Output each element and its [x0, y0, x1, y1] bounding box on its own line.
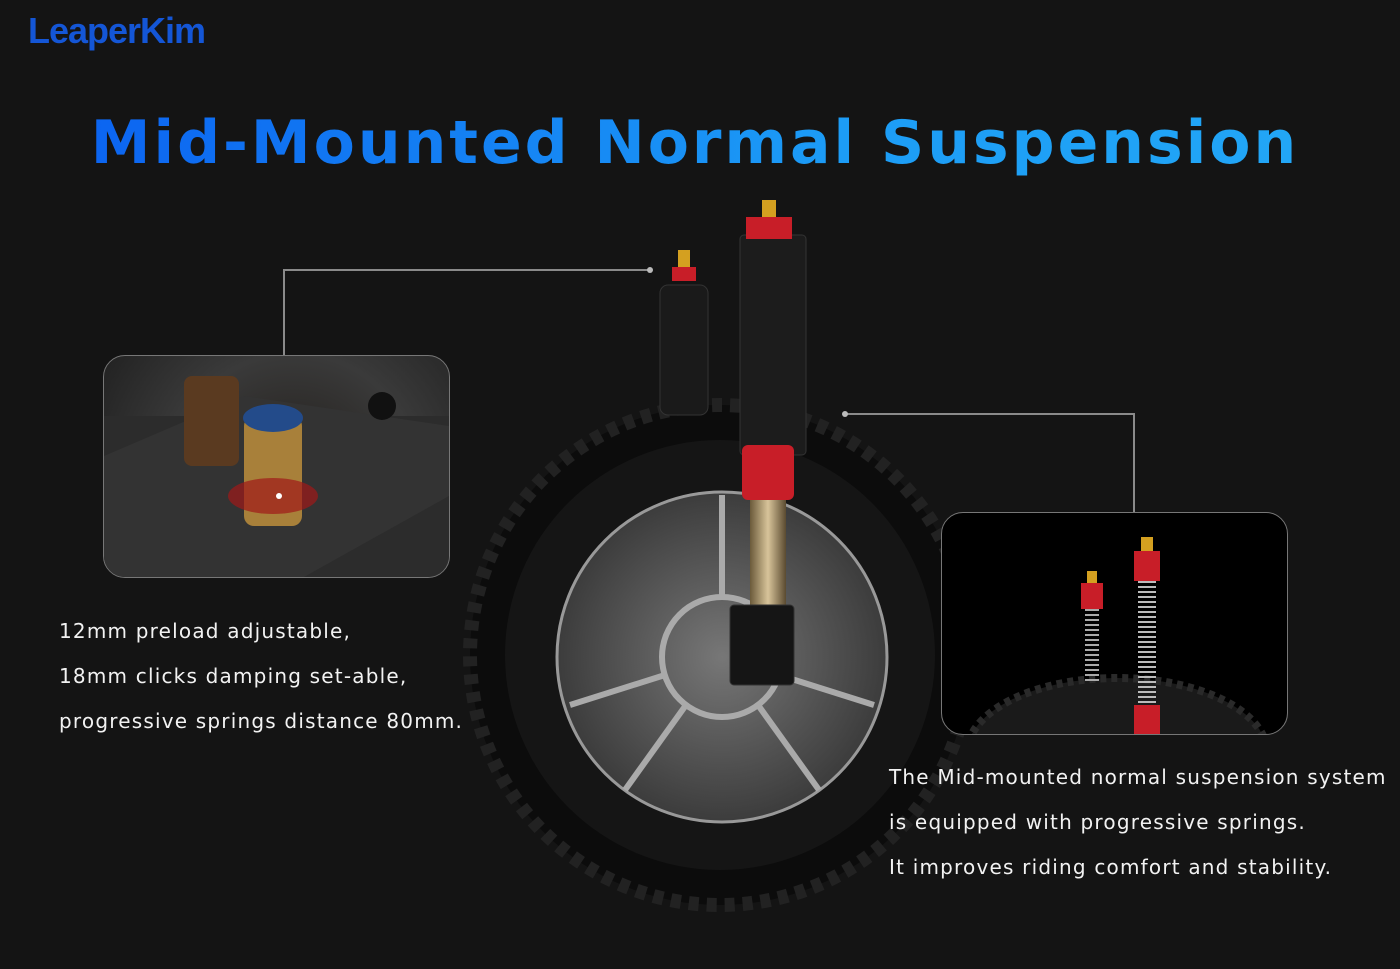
springs-illustration	[967, 537, 1267, 734]
hub-motor	[555, 490, 889, 824]
preload-adjuster-closeup	[103, 355, 450, 578]
suspension-description: The Mid-mounted normal suspension system…	[889, 755, 1387, 890]
connector-line-right-drop	[1133, 413, 1135, 513]
connector-line-left	[283, 269, 651, 271]
description-line: progressive springs distance 80mm.	[59, 709, 464, 733]
progressive-springs-closeup	[941, 512, 1288, 735]
description-line: 12mm preload adjustable,	[59, 619, 352, 643]
wheel-illustration	[463, 200, 970, 912]
connector-dot-left	[647, 267, 653, 273]
description-line: It improves riding comfort and stability…	[889, 855, 1333, 879]
connector-line-right	[846, 413, 1134, 415]
connector-dot-right	[842, 411, 848, 417]
front-fork	[659, 200, 807, 686]
description-line: The Mid-mounted normal suspension system	[889, 765, 1387, 789]
description-line: 18mm clicks damping set-able,	[59, 664, 408, 688]
adjuster-illustration	[104, 376, 449, 577]
brand-logo: LeaperKim	[28, 10, 206, 51]
preload-description: 12mm preload adjustable, 18mm clicks dam…	[59, 609, 463, 744]
connector-line-left-drop	[283, 269, 285, 355]
page-title: Mid-Mounted Normal Suspension	[0, 108, 1390, 178]
description-line: is equipped with progressive springs.	[889, 810, 1306, 834]
